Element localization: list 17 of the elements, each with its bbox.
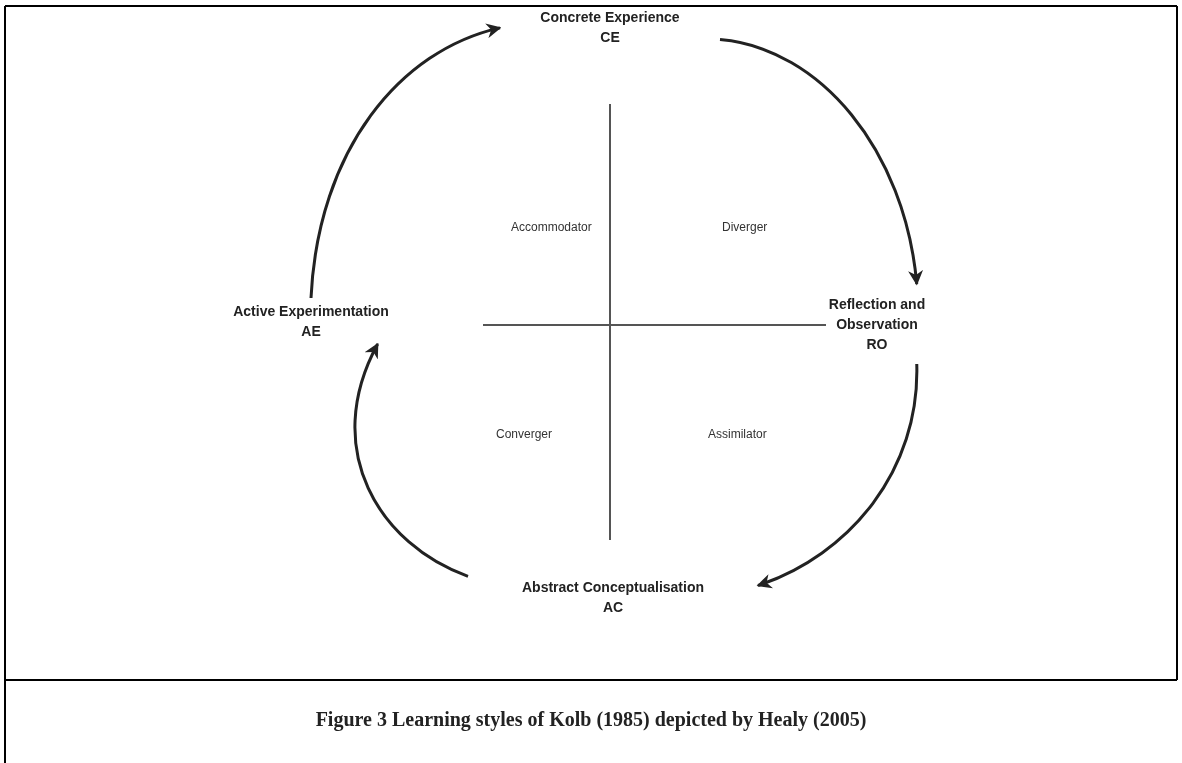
quadrant-label: Diverger: [722, 219, 768, 236]
stage-label: AE: [301, 322, 321, 341]
curved-arrow: [353, 342, 469, 578]
curved-arrow: [756, 363, 919, 588]
stage-label: Active Experimentation: [233, 302, 389, 321]
stage-label: AC: [602, 598, 624, 617]
quadrant-label: Accommodator: [511, 219, 592, 236]
curved-arrow: [309, 24, 502, 299]
stage-label: CE: [600, 28, 620, 47]
curved-arrow: [719, 38, 923, 286]
stage-label: RO: [866, 335, 888, 354]
stage-label: Concrete Experience: [540, 8, 680, 27]
quadrant-label: Assimilator: [708, 426, 767, 443]
figure-caption: Figure 3 Learning styles of Kolb (1985) depicted by Healy (2005): [314, 707, 868, 733]
stage-label: Abstract Conceptualisation: [522, 578, 704, 597]
stage-label: Reflection and Observation: [827, 295, 927, 334]
quadrant-label: Converger: [496, 426, 553, 443]
